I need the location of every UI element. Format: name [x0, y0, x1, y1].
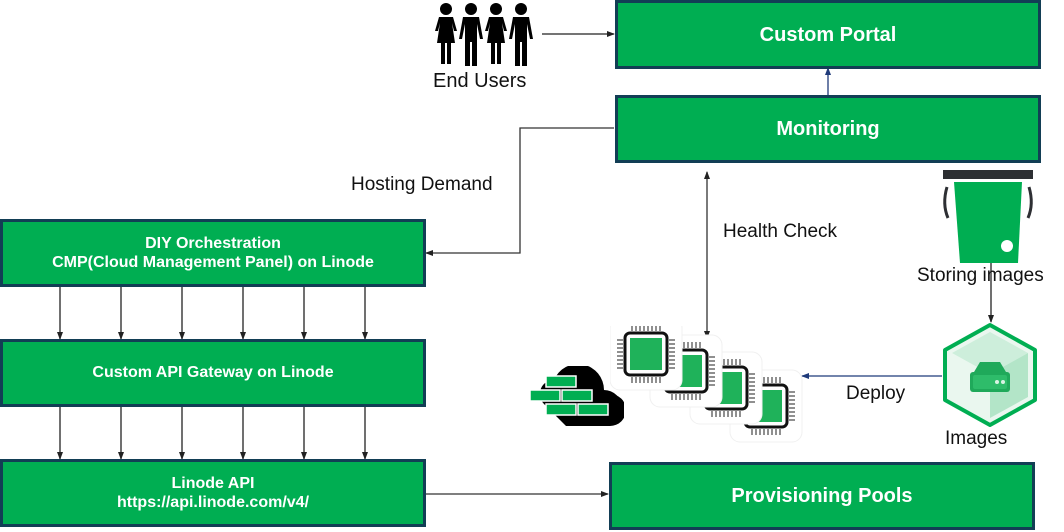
linode-api-label-line1: Linode API: [171, 474, 255, 492]
arrows-gateway-to-linode-api: [57, 407, 368, 460]
storing-images-label: Storing images: [917, 265, 1044, 286]
hosting-demand-label: Hosting Demand: [351, 174, 493, 195]
api-gateway-label: Custom API Gateway on Linode: [92, 364, 334, 382]
images-label: Images: [945, 428, 1008, 449]
custom-portal-box[interactable]: Custom Portal: [615, 0, 1041, 69]
health-check-label: Health Check: [723, 221, 838, 242]
orchestration-box[interactable]: DIY Orchestration CMP(Cloud Management P…: [0, 219, 426, 287]
linode-api-box[interactable]: Linode API https://api.linode.com/v4/: [0, 459, 426, 527]
end-users-label: End Users: [433, 70, 527, 92]
orchestration-label-line2: CMP(Cloud Management Panel) on Linode: [52, 254, 374, 271]
people-group-icon: [435, 3, 533, 66]
arrow-hosting-demand: [425, 127, 614, 256]
provisioning-pools-label: Provisioning Pools: [731, 485, 913, 507]
provisioning-pools-box[interactable]: Provisioning Pools: [609, 462, 1035, 530]
orchestration-label-line1: DIY Orchestration: [145, 234, 281, 252]
object-storage-bucket-icon: [943, 170, 1033, 263]
image-disk-hexagon-icon: [943, 323, 1037, 427]
monitoring-label: Monitoring: [776, 118, 880, 140]
cpu-chip-icon: [610, 326, 684, 392]
deploy-label: Deploy: [846, 383, 906, 404]
arrows-orchestration-to-gateway: [57, 287, 368, 340]
compute-instances-icon: [610, 326, 804, 444]
custom-portal-label: Custom Portal: [759, 23, 897, 46]
api-gateway-box[interactable]: Custom API Gateway on Linode: [0, 339, 426, 407]
cloud-firewall-icon: [529, 366, 624, 426]
monitoring-box[interactable]: Monitoring: [615, 95, 1041, 163]
linode-api-label-line2: https://api.linode.com/v4/: [116, 494, 310, 511]
